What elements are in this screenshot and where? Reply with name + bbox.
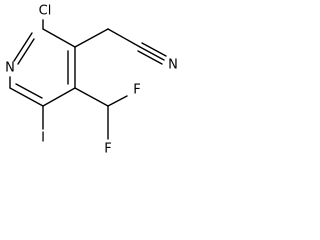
- atom-label-cl: Cl: [39, 4, 52, 19]
- bond-c4-chf2: [74, 87, 109, 107]
- bond-triple-2: [141, 42, 167, 57]
- bond-n-c2-inner: [17, 38, 35, 65]
- bond-n-c2: [13, 32, 33, 62]
- bond-triple-3: [137, 50, 163, 65]
- atom-label-f-bottom: F: [104, 142, 111, 157]
- bond-c5-c6-inner: [15, 83, 43, 99]
- bond-triple-1: [139, 46, 165, 61]
- bond-c2-c3: [42, 28, 76, 48]
- atom-label-n-nitrile: N: [168, 58, 178, 73]
- bond-chf2-f-top: [107, 95, 128, 107]
- atom-label-n-ring: N: [5, 61, 15, 76]
- bond-c4-c5: [42, 87, 76, 107]
- bond-c3-ch2: [74, 28, 109, 48]
- bond-ch2-cn: [107, 28, 141, 48]
- chemical-structure-diagram: N Cl N F F I: [5, 4, 178, 157]
- atom-label-f-top: F: [133, 83, 140, 98]
- bond-c5-c6-outer: [9, 87, 44, 107]
- atom-label-iodine: I: [41, 131, 45, 146]
